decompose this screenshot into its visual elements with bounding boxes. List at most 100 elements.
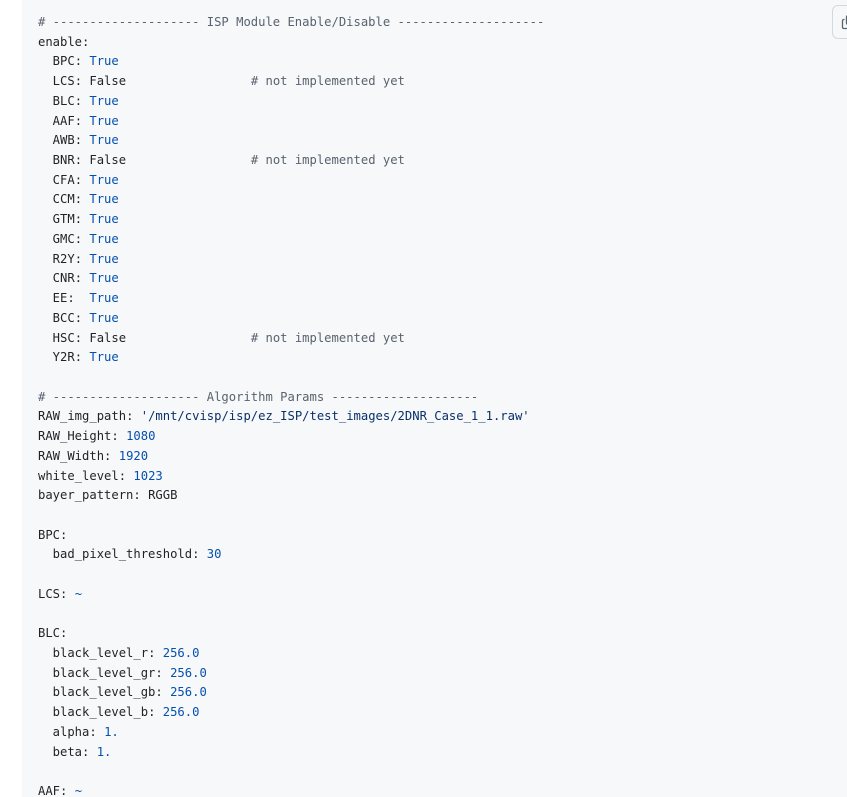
code-token: :: [74, 330, 90, 345]
code-line: RAW_Width: 1920: [38, 447, 544, 467]
code-token: black_level_gb: [38, 685, 156, 700]
code-token: :: [104, 448, 119, 463]
code-token: 1.: [96, 744, 112, 759]
code-line: enable:: [38, 33, 544, 53]
code-token: black_level_b: [38, 705, 149, 720]
code-token: HSC: [38, 330, 75, 345]
code-token: True: [89, 113, 119, 128]
code-token: :: [82, 34, 90, 49]
code-token: True: [89, 54, 119, 69]
code-token: '/mnt/cvisp/isp/ez_ISP/test_images/2DNR_…: [140, 409, 530, 424]
code-token: :: [126, 409, 141, 424]
code-token: RAW_Width: [38, 448, 105, 463]
code-token: :: [74, 310, 90, 325]
code-token: 1023: [133, 468, 163, 483]
code-token: True: [89, 172, 119, 187]
code-line: black_level_r: 256.0: [38, 644, 544, 664]
code-token: BLC: [38, 626, 61, 641]
code-token: AAF: [38, 113, 75, 128]
code-token: :: [74, 212, 90, 227]
code-token: CFA: [38, 172, 75, 187]
code-token: :: [74, 231, 90, 246]
code-token: True: [89, 291, 119, 306]
code-line: RAW_Height: 1080: [38, 427, 544, 447]
code-token: :: [74, 54, 90, 69]
code-token: :: [74, 172, 90, 187]
code-token: 30: [206, 547, 222, 562]
code-line: Y2R: True: [38, 348, 544, 368]
code-line: [38, 605, 544, 625]
code-token: RAW_Height: [38, 429, 112, 444]
code-token: :: [74, 93, 90, 108]
code-token: AAF: [38, 784, 61, 797]
code-token: alpha: [38, 724, 90, 739]
code-token: :: [60, 527, 68, 542]
code-token: CNR: [38, 271, 75, 286]
code-token: BCC: [38, 310, 75, 325]
code-line: [38, 762, 544, 782]
code-line: # -------------------- Algorithm Params …: [38, 388, 544, 408]
code-line: CCM: True: [38, 190, 544, 210]
code-line: BCC: True: [38, 309, 544, 329]
code-token: False: [89, 74, 127, 89]
code-token: :: [155, 665, 171, 680]
code-token: True: [89, 192, 119, 207]
code-line: alpha: 1.: [38, 723, 544, 743]
code-token: BPC: [38, 527, 61, 542]
code-token: :: [74, 251, 90, 266]
code-token: # not implemented yet: [250, 153, 405, 168]
code-line: BNR: False # not implemented yet: [38, 151, 544, 171]
code-token: # not implemented yet: [250, 330, 405, 345]
code-line: black_level_gr: 256.0: [38, 664, 544, 684]
code-line: white_level: 1023: [38, 467, 544, 487]
code-content: # -------------------- ISP Module Enable…: [38, 13, 544, 797]
code-line: CNR: True: [38, 269, 544, 289]
code-line: BLC: True: [38, 92, 544, 112]
code-token: 1920: [118, 448, 149, 463]
code-token: :: [60, 586, 75, 601]
code-token: :: [192, 547, 207, 562]
code-token: False: [89, 330, 127, 345]
code-token: True: [89, 93, 119, 108]
copy-button[interactable]: [832, 5, 847, 39]
code-line: BPC:: [38, 526, 544, 546]
code-token: :: [74, 153, 90, 168]
code-token: BNR: [38, 153, 75, 168]
code-token: GMC: [38, 231, 75, 246]
code-token: 256.0: [162, 705, 200, 720]
code-token: :: [133, 488, 149, 503]
code-token: black_level_gr: [38, 665, 156, 680]
code-token: beta: [38, 744, 83, 759]
code-token: True: [89, 231, 119, 246]
code-token: :: [74, 192, 90, 207]
code-token: True: [89, 133, 119, 148]
code-token: :: [60, 626, 68, 641]
code-line: beta: 1.: [38, 743, 544, 763]
code-token: ~: [74, 784, 83, 797]
code-line: EE: True: [38, 289, 544, 309]
copy-icon: [841, 15, 847, 30]
code-token: RGGB: [148, 488, 178, 503]
code-token: True: [89, 350, 119, 365]
code-token: :: [74, 271, 90, 286]
code-token: # -------------------- ISP Module Enable…: [38, 15, 545, 29]
code-token: 256.0: [170, 685, 207, 700]
code-token: EE: [38, 291, 68, 306]
code-line: black_level_gb: 256.0: [38, 683, 544, 703]
code-token: :: [60, 784, 75, 797]
code-line: LCS: False # not implemented yet: [38, 72, 544, 92]
code-token: [126, 153, 251, 167]
code-token: True: [89, 212, 119, 227]
code-token: :: [118, 468, 134, 483]
code-token: :: [89, 724, 105, 739]
code-token: [126, 331, 251, 345]
code-token: :: [82, 744, 97, 759]
code-line: [38, 368, 544, 388]
code-line: RAW_img_path: '/mnt/cvisp/isp/ez_ISP/tes…: [38, 407, 544, 427]
code-line: BPC: True: [38, 52, 544, 72]
code-token: enable: [38, 34, 83, 49]
code-line: AAF: ~: [38, 782, 544, 797]
code-line: [38, 565, 544, 585]
code-token: :: [148, 705, 163, 720]
code-line: AAF: True: [38, 112, 544, 132]
